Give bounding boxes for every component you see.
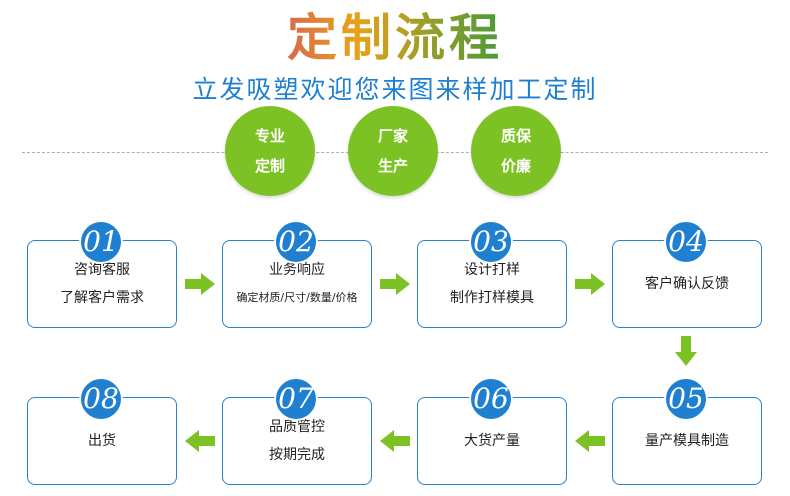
step-number-badge: 08 (79, 377, 123, 421)
arrow-down-icon (675, 336, 697, 366)
feature-label: 价廉 (500, 157, 531, 175)
arrow-left-icon (185, 430, 215, 452)
step-label: 大货产量 (464, 433, 520, 449)
step-label: 按期完成 (269, 447, 325, 463)
step-box-07: 品质管控 按期完成 (222, 397, 372, 485)
step-number-badge: 05 (664, 377, 708, 421)
step-number-badge: 07 (274, 377, 318, 421)
step-label: 业务响应 (269, 262, 325, 278)
feature-badge-factory: 厂家 生产 (348, 106, 438, 196)
step-label: 量产模具制造 (645, 433, 729, 449)
feature-label: 生产 (377, 157, 408, 175)
arrow-right-icon (575, 273, 605, 295)
step-box-01: 咨询客服 了解客户需求 (27, 240, 177, 328)
step-label: 出货 (88, 433, 116, 449)
arrow-right-icon (185, 273, 215, 295)
feature-label: 专业 (254, 127, 285, 145)
feature-badge-custom: 专业 定制 (225, 106, 315, 196)
step-number-badge: 01 (79, 220, 123, 264)
feature-badge-quality: 质保 价廉 (471, 106, 561, 196)
step-number-badge: 04 (664, 220, 708, 264)
step-number-badge: 03 (469, 220, 513, 264)
step-number-badge: 02 (274, 220, 318, 264)
step-label: 了解客户需求 (60, 290, 144, 306)
page-title: 定制流程 (0, 8, 790, 68)
arrow-left-icon (575, 430, 605, 452)
step-label: 设计打样 (464, 262, 520, 278)
step-label: 咨询客服 (74, 262, 130, 278)
step-label: 客户确认反馈 (645, 276, 729, 292)
feature-label: 定制 (254, 157, 285, 175)
feature-label: 质保 (500, 127, 531, 145)
step-label: 确定材质/尺寸/数量/价格 (236, 291, 358, 304)
page-subtitle: 立发吸塑欢迎您来图来样加工定制 (192, 75, 598, 104)
step-number-badge: 06 (469, 377, 513, 421)
arrow-right-icon (380, 273, 410, 295)
step-label: 品质管控 (269, 419, 325, 435)
feature-label: 厂家 (377, 127, 408, 145)
step-label: 制作打样模具 (450, 290, 534, 306)
arrow-left-icon (380, 430, 410, 452)
